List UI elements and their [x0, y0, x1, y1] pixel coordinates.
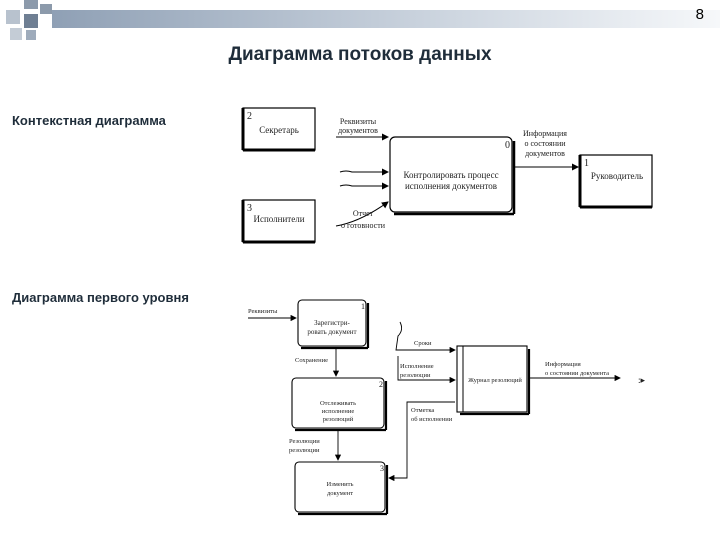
decor-square — [24, 14, 38, 28]
process-number: 3 — [380, 464, 384, 473]
entity-label: Секретарь — [259, 125, 299, 135]
section-title-context: Контекстная диаграмма — [12, 113, 166, 128]
process-label: документ — [327, 490, 353, 497]
process-number: 0 — [505, 140, 510, 151]
decor-square — [26, 30, 36, 40]
data-store-resolutions: Журнал резолюций — [456, 345, 531, 416]
flow-arrow-execution — [397, 356, 456, 384]
trailing-mark: :▸ — [638, 375, 646, 385]
flow-label-report: Отчет — [353, 209, 374, 218]
external-entity-secretary: 2 Секретарь — [241, 107, 316, 152]
flow-label-execution: резолюции — [400, 372, 431, 379]
decor-square — [10, 28, 22, 40]
flow-label-docs: документов — [338, 126, 378, 135]
process-label: Изменить — [327, 481, 354, 488]
process-number: 2 — [379, 380, 383, 389]
process-change-document: 3 Изменить документ — [294, 461, 389, 516]
decor-square — [24, 0, 38, 9]
flow-arrow-report-back — [388, 401, 455, 482]
entity-number: 2 — [247, 111, 252, 122]
header-gradient-bar — [52, 10, 720, 28]
entity-number: 3 — [247, 203, 252, 214]
flow-arrow-in-2 — [339, 168, 389, 176]
flow-label-report: Отметка — [411, 407, 434, 414]
flow-label-deadline: Сроки — [414, 340, 432, 347]
entity-number: 1 — [584, 158, 589, 169]
process-label: Зарегистри- — [314, 319, 350, 327]
header-decoration — [6, 0, 720, 40]
flow-arrow-report — [335, 201, 389, 227]
process-label: исполнение — [322, 408, 355, 415]
store-label: Журнал резолюций — [468, 377, 522, 384]
flow-label-info: о состоянии документа — [545, 370, 609, 377]
flow-label-info: Информация — [545, 361, 581, 368]
flow-arrow-deadline — [395, 321, 456, 354]
process-label: исполнения документов — [405, 181, 497, 191]
process-control-execution: 0 Контролировать процесс исполнения доку… — [389, 136, 516, 216]
entity-label: Руководитель — [591, 171, 643, 181]
first-level-diagram: 1 Зарегистри- ровать документ 2 Отслежив… — [248, 299, 646, 516]
process-register-document: 1 Зарегистри- ровать документ — [297, 299, 370, 350]
section-title-first-level: Диаграмма первого уровня — [12, 290, 189, 305]
flow-label-report: о готовности — [341, 221, 386, 230]
flow-label-report: об исполнении — [411, 416, 453, 423]
flow-label-info: о состоянии — [524, 139, 566, 148]
page-number: 8 — [695, 6, 704, 23]
flow-label-execution: Исполнение — [400, 363, 434, 370]
entity-label: Исполнители — [253, 214, 304, 224]
flow-label-docs: Реквизиты — [340, 117, 377, 126]
flow-arrow-in-3 — [339, 182, 389, 190]
external-entity-executors: 3 Исполнители — [241, 199, 316, 244]
flow-label-info: документов — [525, 149, 565, 158]
decor-square — [40, 4, 52, 14]
process-label: ровать документ — [307, 328, 356, 336]
flow-label-resolution: резолюции — [289, 447, 320, 454]
flow-label-save: Сохранение — [295, 357, 328, 364]
process-label: Контролировать процесс — [403, 170, 498, 180]
flow-label-resolution: Резолюции — [289, 438, 320, 445]
decor-square — [6, 10, 20, 24]
process-label: Отслеживать — [320, 400, 356, 407]
process-label: резолюций — [323, 416, 354, 423]
external-entity-manager: 1 Руководитель — [578, 154, 653, 209]
process-track-execution: 2 Отслеживать исполнение резолюций — [291, 377, 388, 432]
page-title: Диаграмма потоков данных — [228, 44, 492, 65]
process-number: 1 — [361, 302, 365, 311]
context-diagram: 2 Секретарь 3 Исполнители 1 Руководитель… — [241, 107, 653, 244]
flow-label-info: Информация — [523, 129, 567, 138]
flow-label-input: Реквизиты — [248, 308, 278, 315]
